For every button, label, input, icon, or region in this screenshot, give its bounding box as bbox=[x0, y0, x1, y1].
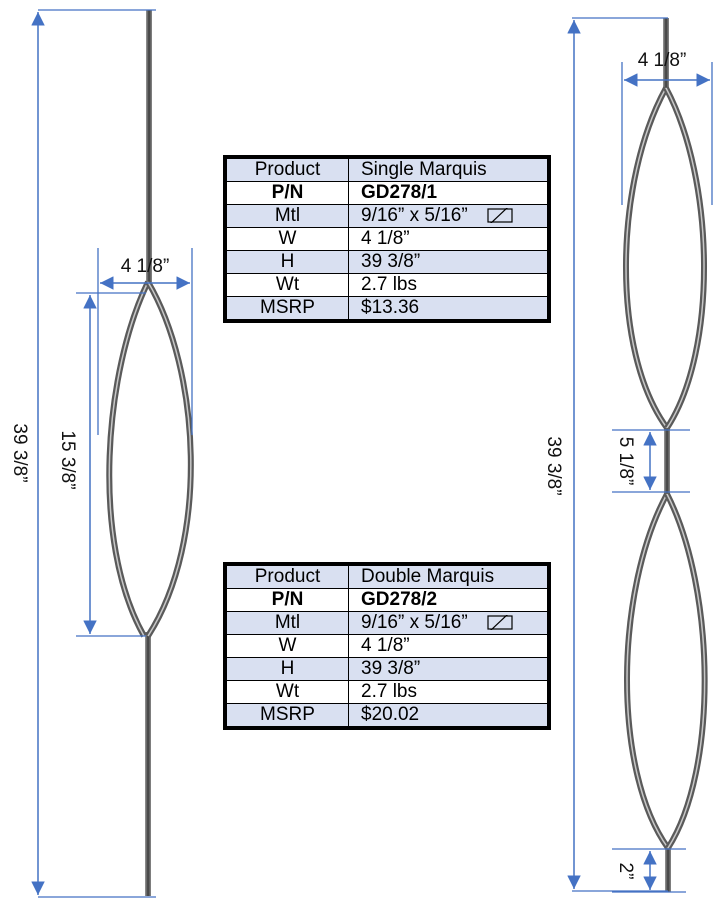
msrp-label: MSRP bbox=[224, 703, 349, 729]
left-overall-height-dimension: 39 3/8” bbox=[9, 9, 156, 898]
product-value: Single Marquis bbox=[348, 156, 550, 182]
left-basket-width-dimension: 4 1/8” bbox=[97, 248, 193, 435]
right-overall-height-dimension: 39 3/8” bbox=[543, 17, 668, 892]
height-value: 39 3/8” bbox=[348, 250, 550, 274]
rectangular-section-icon bbox=[487, 208, 513, 224]
left-basket-height-label: 15 3/8” bbox=[57, 430, 78, 489]
left-basket-width-label: 4 1/8” bbox=[121, 256, 170, 277]
right-overall-height-label: 39 3/8” bbox=[543, 436, 564, 495]
part-number-label: P/N bbox=[224, 588, 349, 612]
weight-label: Wt bbox=[224, 680, 349, 704]
material-value: 9/16” x 5/16” bbox=[361, 205, 468, 226]
height-label: H bbox=[224, 250, 349, 274]
single-marquis-baluster bbox=[106, 10, 194, 896]
msrp-value: $13.36 bbox=[348, 296, 550, 322]
table-row: P/N GD278/1 bbox=[224, 181, 550, 205]
weight-value: 2.7 lbs bbox=[348, 680, 550, 704]
product-label: Product bbox=[224, 563, 349, 589]
part-number-value: GD278/2 bbox=[348, 588, 550, 612]
right-middle-gap-dimension: 5 1/8” bbox=[612, 429, 690, 493]
right-top-width-label: 4 1/8” bbox=[638, 50, 687, 71]
double-marquis-baluster bbox=[623, 18, 708, 892]
table-row: MSRP $20.02 bbox=[224, 703, 550, 729]
product-value: Double Marquis bbox=[348, 563, 550, 589]
left-basket-height-dimension: 15 3/8” bbox=[57, 292, 146, 637]
msrp-label: MSRP bbox=[224, 296, 349, 322]
width-label: W bbox=[224, 634, 349, 658]
material-value: 9/16” x 5/16” bbox=[361, 612, 468, 633]
right-top-width-dimension: 4 1/8” bbox=[621, 50, 713, 205]
table-row: MSRP $13.36 bbox=[224, 296, 550, 322]
right-bottom-end-label: 2” bbox=[615, 863, 636, 880]
material-cell: 9/16” x 5/16” bbox=[348, 611, 550, 635]
width-value: 4 1/8” bbox=[348, 634, 550, 658]
table-row: Product Single Marquis bbox=[224, 156, 550, 182]
table-row: H 39 3/8” bbox=[224, 250, 550, 274]
part-number-label: P/N bbox=[224, 181, 349, 205]
table-row: Wt 2.7 lbs bbox=[224, 273, 550, 297]
width-value: 4 1/8” bbox=[348, 227, 550, 251]
material-label: Mtl bbox=[224, 204, 349, 228]
material-cell: 9/16” x 5/16” bbox=[348, 204, 550, 228]
rectangular-section-icon bbox=[487, 615, 513, 631]
table-row: H 39 3/8” bbox=[224, 657, 550, 681]
right-middle-gap-label: 5 1/8” bbox=[615, 437, 636, 486]
table-row: W 4 1/8” bbox=[224, 227, 550, 251]
table-row: Mtl 9/16” x 5/16” bbox=[224, 204, 550, 228]
double-marquis-spec-table: Product Double Marquis P/N GD278/2 Mtl 9… bbox=[223, 562, 551, 730]
width-label: W bbox=[224, 227, 349, 251]
right-bottom-end-dimension: 2” bbox=[612, 848, 686, 893]
material-label: Mtl bbox=[224, 611, 349, 635]
weight-value: 2.7 lbs bbox=[348, 273, 550, 297]
table-row: P/N GD278/2 bbox=[224, 588, 550, 612]
table-row: Wt 2.7 lbs bbox=[224, 680, 550, 704]
height-value: 39 3/8” bbox=[348, 657, 550, 681]
table-row: W 4 1/8” bbox=[224, 634, 550, 658]
height-label: H bbox=[224, 657, 349, 681]
left-overall-height-label: 39 3/8” bbox=[9, 423, 30, 482]
weight-label: Wt bbox=[224, 273, 349, 297]
product-label: Product bbox=[224, 156, 349, 182]
part-number-value: GD278/1 bbox=[348, 181, 550, 205]
msrp-value: $20.02 bbox=[348, 703, 550, 729]
single-marquis-spec-table: Product Single Marquis P/N GD278/1 Mtl 9… bbox=[223, 155, 551, 323]
table-row: Mtl 9/16” x 5/16” bbox=[224, 611, 550, 635]
table-row: Product Double Marquis bbox=[224, 563, 550, 589]
